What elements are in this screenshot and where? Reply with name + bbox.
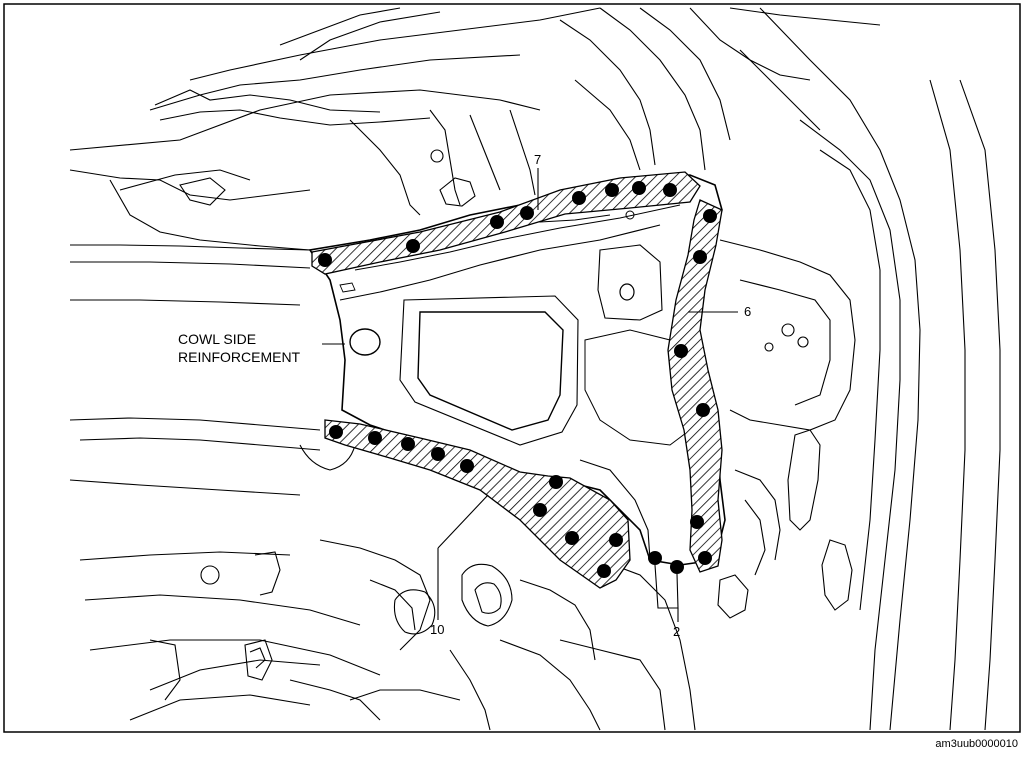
weld-spot <box>431 447 445 461</box>
weld-spot <box>703 209 717 223</box>
weld-spot <box>460 459 474 473</box>
weld-spot <box>520 206 534 220</box>
weld-spot <box>674 344 688 358</box>
weld-spot <box>698 551 712 565</box>
weld-spot <box>696 403 710 417</box>
weld-spot <box>648 551 662 565</box>
weld-spot <box>318 253 332 267</box>
weld-spot <box>690 515 704 529</box>
reference-code: am3uub0000010 <box>935 738 1018 750</box>
callout-7: 7 <box>534 152 541 167</box>
leader-lines <box>322 168 738 622</box>
weld-seam-right <box>667 199 723 573</box>
weld-spot <box>670 560 684 574</box>
weld-spot <box>663 183 677 197</box>
weld-spot <box>565 531 579 545</box>
weld-spots <box>318 181 717 578</box>
part-name-line1: COWL SIDE <box>178 331 256 347</box>
diagram-border <box>3 3 1021 733</box>
weld-spot <box>605 183 619 197</box>
part-name-line2: REINFORCEMENT <box>178 349 301 365</box>
weld-spot <box>401 437 415 451</box>
weld-spot <box>693 250 707 264</box>
background-body-structure <box>69 7 1001 731</box>
weld-spot <box>406 239 420 253</box>
weld-spot <box>490 215 504 229</box>
weld-spot <box>609 533 623 547</box>
callout-10: 10 <box>430 622 444 637</box>
weld-spot <box>597 564 611 578</box>
weld-spot <box>329 425 343 439</box>
weld-spot <box>572 191 586 205</box>
weld-spot <box>368 431 382 445</box>
weld-spot <box>549 475 563 489</box>
weld-seam-bottom <box>324 419 631 589</box>
callout-2: 2 <box>673 624 680 639</box>
weld-spot <box>632 181 646 195</box>
callout-6: 6 <box>744 304 751 319</box>
weld-spot <box>533 503 547 517</box>
